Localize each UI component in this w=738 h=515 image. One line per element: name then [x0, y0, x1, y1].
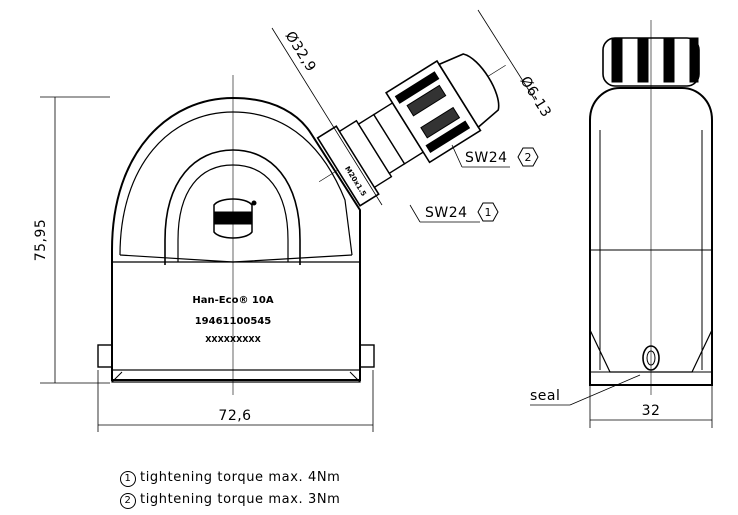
sw24-2-label: SW24	[465, 150, 508, 166]
legend-item-2: 2 tightening torque max. 3Nm	[120, 492, 340, 509]
side-width-dimension: 32	[642, 403, 661, 419]
front-view: Han-Eco® 10A 19461100545 XXXXXXXXX	[97, 75, 375, 395]
left-lug	[97, 344, 113, 368]
legend-item-1: 1 tightening torque max. 4Nm	[120, 470, 340, 487]
cable-range-dimension: Ø6-13	[517, 74, 555, 121]
product-code: XXXXXXXXX	[205, 335, 261, 344]
seal-label: seal	[530, 388, 560, 404]
sw24-1-label: SW24	[425, 205, 468, 221]
legend-text: tightening torque max. 3Nm	[140, 492, 341, 507]
callout-2-icon: 2	[120, 493, 136, 509]
callout-hex-1: 1	[477, 202, 499, 222]
width-dimension: 72,6	[218, 408, 251, 424]
dimension-lines	[40, 9, 713, 432]
callout-hex-2: 2	[517, 147, 539, 167]
svg-text:2: 2	[525, 151, 532, 164]
right-lug	[359, 344, 375, 368]
part-number: 19461100545	[195, 316, 272, 327]
svg-text:1: 1	[485, 206, 492, 219]
side-view	[589, 20, 713, 395]
cable-gland: M20x1.5	[316, 53, 506, 207]
housing-outline	[111, 96, 361, 381]
callout-1-icon: 1	[120, 471, 136, 487]
harting-logo	[213, 198, 257, 239]
legend-text: tightening torque max. 4Nm	[140, 470, 341, 485]
seal-icon	[642, 345, 660, 371]
height-dimension: 75,95	[33, 219, 49, 262]
product-name: Han-Eco® 10A	[192, 295, 273, 306]
